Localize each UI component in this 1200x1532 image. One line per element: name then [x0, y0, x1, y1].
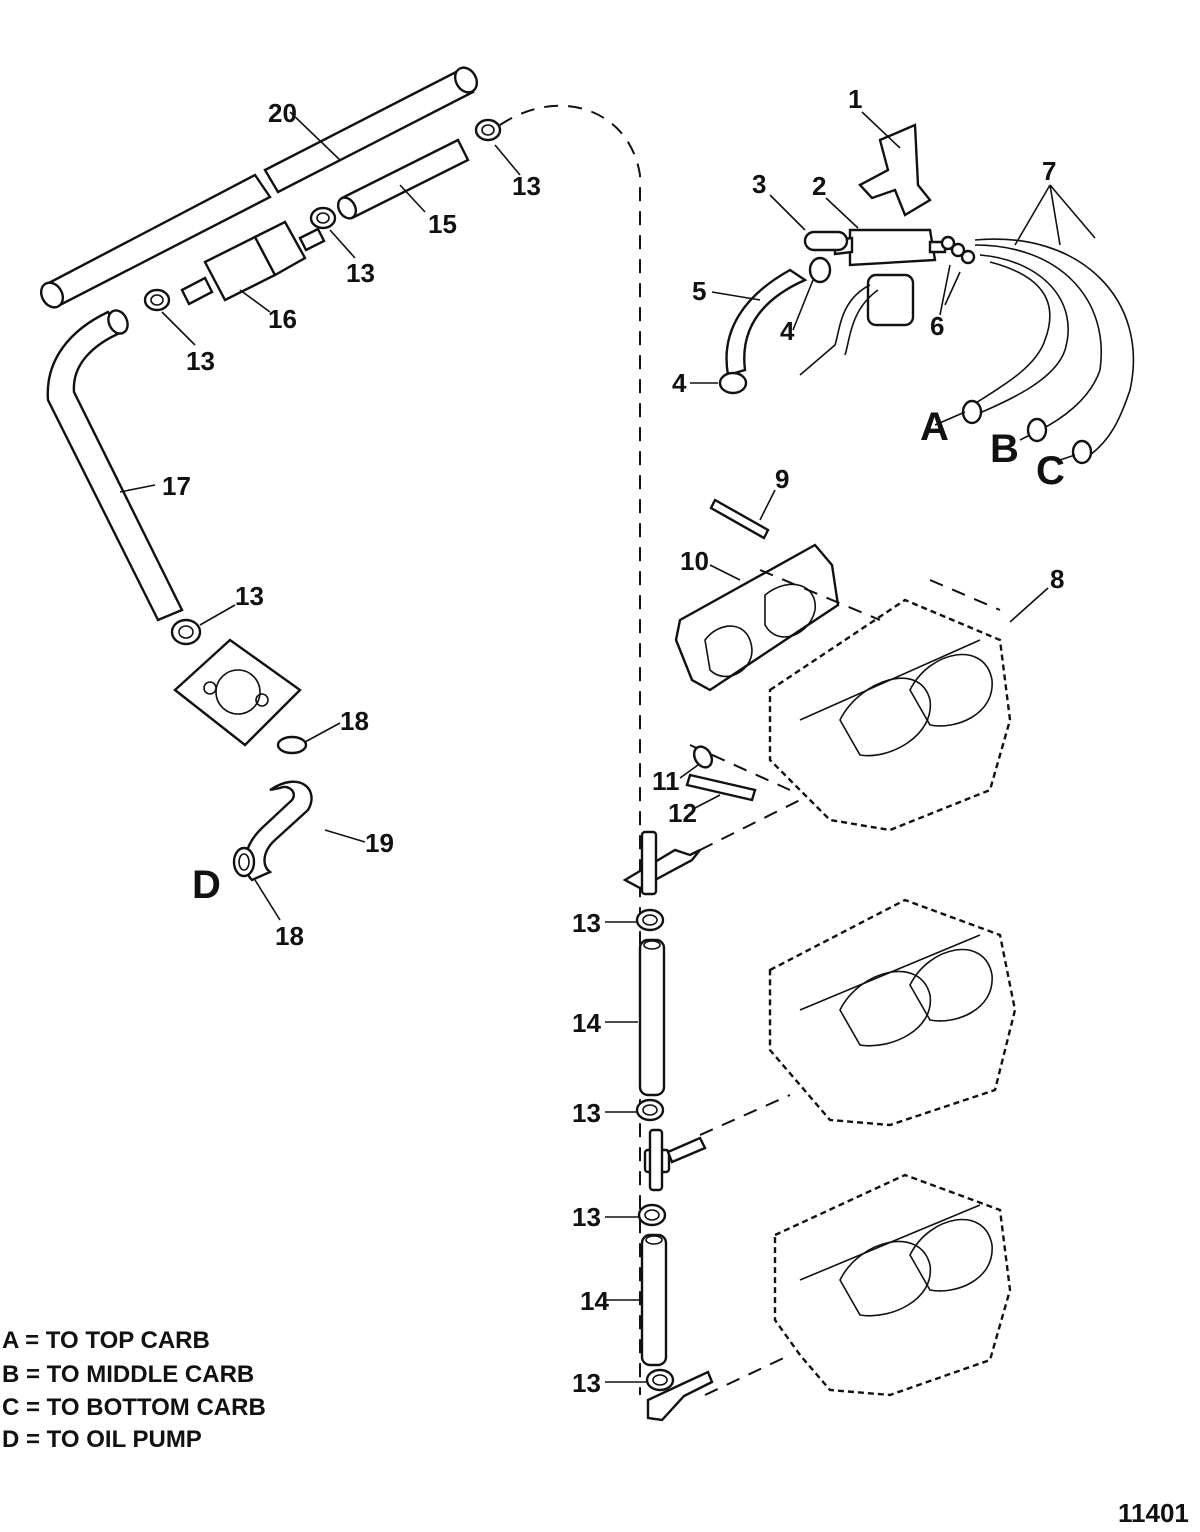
- oil-pump-plate: [173, 638, 302, 747]
- callout-4-lower: 4: [672, 368, 687, 398]
- hoses-7: [961, 238, 1135, 465]
- marker-b: B: [990, 427, 1019, 471]
- marker-a: A: [920, 405, 949, 449]
- callout-12: 12: [668, 798, 697, 828]
- fuel-pump-2: [799, 228, 947, 376]
- fuel-hose-15: [336, 138, 470, 220]
- callout-2: 2: [812, 171, 826, 201]
- figure-number: 11401: [1118, 1498, 1189, 1528]
- callout-18-upper: 18: [340, 706, 369, 736]
- callout-13-f: 13: [572, 1098, 601, 1128]
- callout-5: 5: [692, 276, 706, 306]
- fuel-elbow-bottom: [646, 1370, 714, 1422]
- carburetor-top: [768, 598, 1012, 832]
- marker-d: D: [192, 863, 221, 907]
- callout-7: 7: [1042, 156, 1056, 186]
- stud-9: [709, 498, 770, 540]
- callout-3: 3: [752, 169, 766, 199]
- legend-line-a: A = TO TOP CARB: [2, 1327, 210, 1354]
- clamps-4: [718, 256, 832, 395]
- callout-19: 19: [365, 828, 394, 858]
- callout-20: 20: [268, 98, 297, 128]
- callout-13-c: 13: [186, 346, 215, 376]
- callout-14-upper: 14: [572, 1008, 601, 1038]
- callout-13-a: 13: [512, 171, 541, 201]
- fuel-hose-20: [39, 66, 479, 309]
- fittings-6: [940, 235, 976, 265]
- legend-line-c: C = TO BOTTOM CARB: [2, 1394, 266, 1421]
- callout-13-g: 13: [572, 1202, 601, 1232]
- legend-line-b: B = TO MIDDLE CARB: [2, 1361, 254, 1388]
- hose-clamps-13: [143, 118, 675, 1392]
- oil-hose-19: [244, 780, 313, 882]
- carb-gasket-10: [674, 543, 840, 692]
- nut-11: [692, 745, 714, 769]
- fuel-tee-top: [622, 830, 701, 896]
- callout-11: 11: [652, 766, 680, 796]
- carburetor-middle: [768, 898, 1017, 1127]
- legend: A = TO TOP CARB B = TO MIDDLE CARB C = T…: [2, 1327, 266, 1453]
- hose-14-lower: [640, 1233, 668, 1367]
- hose-14-upper: [638, 938, 666, 1097]
- fuel-tee-middle: [643, 1128, 707, 1192]
- routing-dashed-line: [499, 104, 641, 1395]
- callout-14-lower: 14: [580, 1286, 609, 1316]
- callout-17: 17: [162, 471, 191, 501]
- callout-6: 6: [930, 311, 944, 341]
- leader-lines: [119, 111, 1096, 1383]
- fuel-filter-16: [180, 220, 326, 306]
- callout-9: 9: [775, 464, 789, 494]
- callout-13-e: 13: [572, 908, 601, 938]
- clamps-18: [232, 735, 308, 878]
- callout-1: 1: [848, 84, 862, 114]
- bracket-1: [858, 123, 932, 217]
- callout-13-h: 13: [572, 1368, 601, 1398]
- screw-12: [685, 773, 757, 802]
- callout-13-d: 13: [235, 581, 264, 611]
- callout-15: 15: [428, 209, 457, 239]
- fuel-hose-17: [46, 309, 184, 622]
- callout-16: 16: [268, 304, 297, 334]
- callout-4-upper: 4: [780, 316, 795, 346]
- sleeve-3: [803, 230, 849, 252]
- carburetor-bottom: [773, 1173, 1012, 1397]
- callout-10: 10: [680, 546, 709, 576]
- callout-18-lower: 18: [275, 921, 304, 951]
- callout-8: 8: [1050, 564, 1064, 594]
- carb-dashed-links: [689, 569, 1001, 1396]
- callout-13-b: 13: [346, 258, 375, 288]
- marker-c: C: [1036, 449, 1065, 493]
- legend-line-d: D = TO OIL PUMP: [2, 1426, 202, 1453]
